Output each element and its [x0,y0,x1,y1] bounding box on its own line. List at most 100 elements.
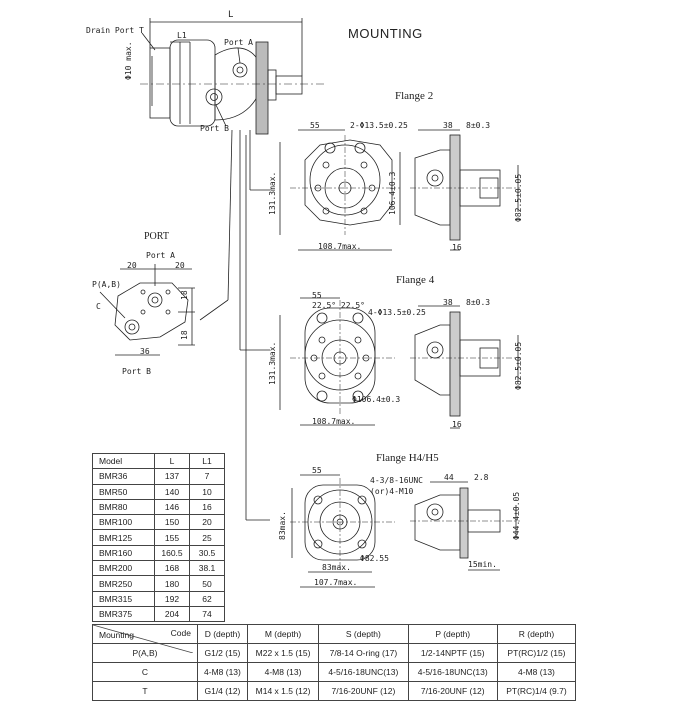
port-dim-20a: 20 [127,261,137,270]
port-c-label: C [96,302,101,311]
table-cell: 146 [154,498,190,516]
port-dim-18a: 18 [180,290,189,300]
table-cell: BMR125 [92,529,155,546]
table-cell: 4-M8 (13) [197,662,248,682]
header-d: D (depth) [197,624,248,644]
table-cell: 25 [189,529,225,546]
motor-port-a-label: Port A [224,38,253,47]
port-a-label: Port A [146,251,175,260]
corner-code-label: Code [170,628,191,638]
dim-l-label: L [228,10,234,20]
port-dim-36: 36 [140,347,150,356]
mounting-type-cell: T [92,681,198,701]
header-l1: L1 [189,452,225,470]
flange4-dim-top: 55 [312,291,322,300]
flange4-dim-height: 131.3max. [268,341,277,385]
table-cell: PT(RC)1/4 (9.7) [496,681,577,701]
motor-side-view [140,18,325,521]
flangeh-front-drawing [290,474,395,588]
flange2-label: Flange 2 [395,90,434,102]
table-cell: 180 [154,575,190,592]
table-cell: 137 [154,468,190,485]
flange4-side-c: 16 [452,420,462,429]
flangeh-dim-width: 107.7max. [314,578,358,587]
table-header-row: Model L L1 [92,452,225,470]
table-cell: 74 [189,605,225,623]
table-cell: 7 [189,468,225,485]
flangeh-hole-spec-1: 4-3/8-16UNC [370,476,423,485]
port-detail-drawing [99,264,195,356]
flangeh-dim-circle: Φ82.55 [360,554,389,563]
table-cell: 192 [154,590,190,607]
flange2-dim-height: 131.3max. [268,171,277,215]
table-cell: 38.1 [189,560,225,577]
table-cell: 7/16-20UNF (12) [318,681,409,701]
flangeh-dim-inner: 83max. [322,563,351,572]
table-cell: 155 [154,529,190,546]
flange4-dim-width: 108.7max. [312,417,356,426]
flangeh-dim-top: 55 [312,466,322,475]
flange4-hole-spec: 4-Φ13.5±0.25 [368,308,426,317]
flange4-angle: 22.5° 22.5° [312,301,365,310]
flange2-side-a: 38 [443,121,453,130]
header-m: M (depth) [246,624,320,644]
flange2-side-drawing [410,129,520,251]
table-cell: M14 x 1.5 (12) [246,681,320,701]
flange4-side-b: 8±0.3 [466,298,491,307]
port-dim-20b: 20 [175,261,185,270]
table-cell: BMR80 [92,498,155,516]
header-r: R (depth) [496,624,577,644]
table-cell: 168 [154,560,190,577]
table-cell: 50 [189,575,225,592]
flange2-side-c: 16 [452,243,462,252]
drain-port-label: Drain Port T [86,26,144,35]
corner-cell: Code Mounting [92,624,198,653]
flange4-side-shaft: Φ82.5±0.05 [514,341,523,390]
header-p: P (depth) [407,624,498,644]
table-cell: 4-5/16-18UNC(13) [318,662,409,682]
port-p-label: P(A,B) [92,280,121,289]
table-cell: BMR50 [92,483,155,500]
flange2-front-drawing [279,129,401,251]
table-cell: 30.5 [189,544,225,562]
table-cell: 7/16-20UNF (12) [407,681,498,701]
flangeh-label: Flange H4/H5 [376,452,439,464]
table-cell: BMR200 [92,560,155,577]
table-cell: 1/2-14NPTF (15) [407,643,498,663]
flangeh-side-b: 2.8 [474,473,489,482]
flange2-hole-spec: 2-Φ13.5±0.25 [350,121,408,130]
mounting-type-cell: C [92,662,198,682]
flange4-side-a: 38 [443,298,453,307]
table-cell: 20 [189,514,225,531]
header-s: S (depth) [318,624,409,644]
table-cell: BMR315 [92,590,155,607]
flangeh-side-shaft: Φ44.4±0.05 [512,491,521,540]
flange4-dim-bolt: Φ106.4±0.3 [352,395,401,404]
table-cell: 4-5/16-18UNC(13) [407,662,498,682]
table-cell: 4-M8 (13) [496,662,577,682]
table-cell: 160.5 [154,544,190,562]
table-cell: 140 [154,483,190,500]
table-cell: BMR160 [92,544,155,562]
page-title: MOUNTING [348,26,423,41]
motor-dia-label: Φ10 max. [124,41,133,80]
corner-mounting-label: Mounting [99,630,134,640]
flange4-side-drawing [410,305,520,429]
header-l: L [154,452,190,470]
table-cell: 7/8-14 O-ring (17) [318,643,409,663]
flangeh-dim-height: 83max. [278,511,287,540]
flange2-side-shaft: Φ82.5±0.05 [514,173,523,222]
table-row: P(A,B)G1/2 (15)M22 x 1.5 (15)7/8-14 O-ri… [92,643,577,663]
table-cell: 204 [154,605,190,623]
table-cell: G1/2 (15) [197,643,248,663]
